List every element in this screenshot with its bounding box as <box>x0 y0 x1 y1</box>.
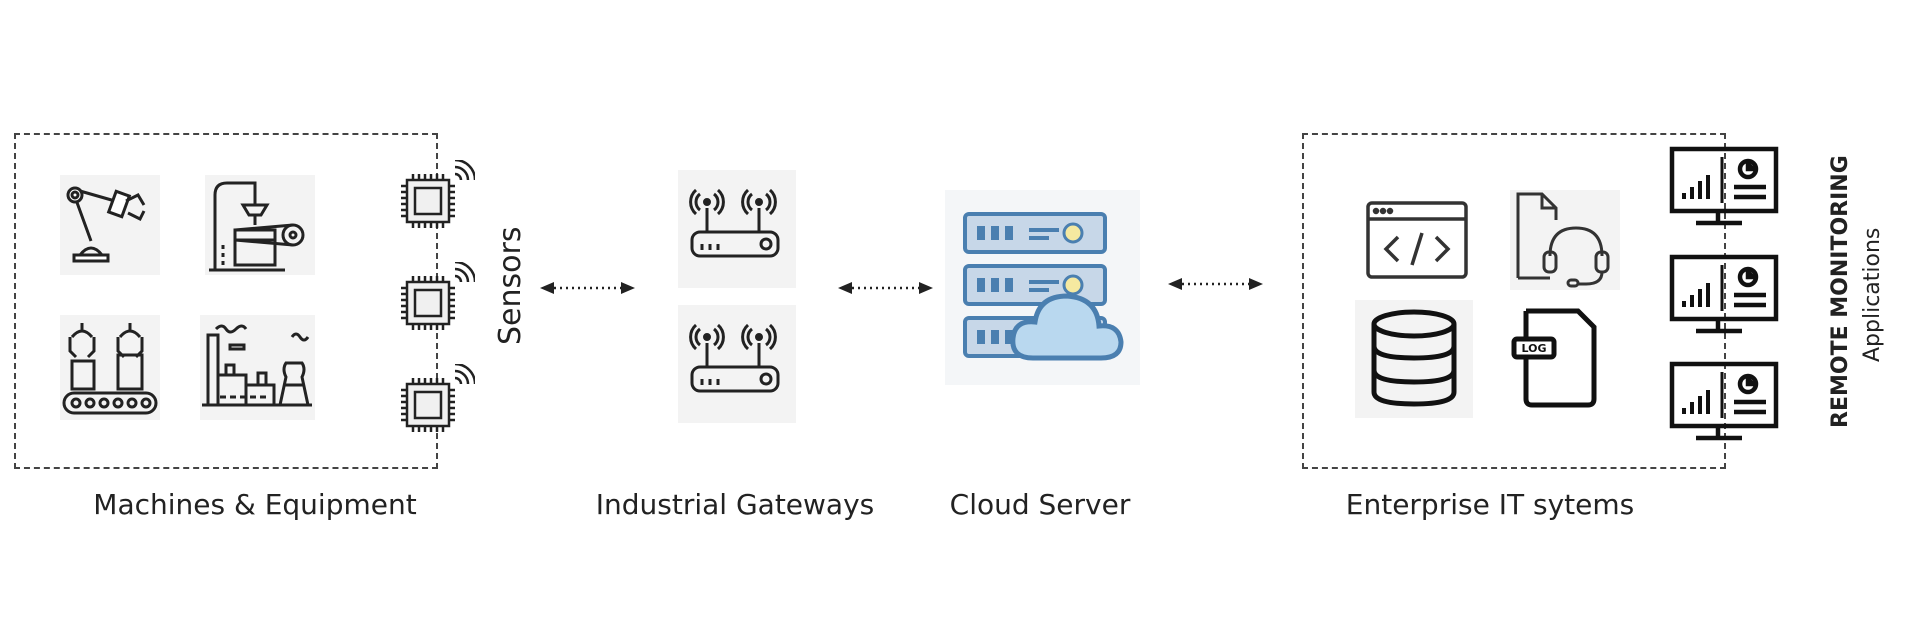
cloud-label: Cloud Server <box>949 488 1131 521</box>
log-file-icon: LOG <box>1508 305 1608 410</box>
applications-label: Applications <box>1860 227 1885 362</box>
sensor-chip-icon <box>395 160 475 240</box>
robot-arm-icon <box>60 175 160 275</box>
gateway-cloud-arrow <box>838 278 933 298</box>
remote-monitoring-label: REMOTE MONITORING <box>1828 155 1853 428</box>
machines-label: Machines & Equipment <box>93 488 417 521</box>
headset-document-icon <box>1510 190 1620 290</box>
factory-icon <box>200 315 315 420</box>
sensor-gateway-arrow <box>540 278 635 298</box>
dashboard-monitor-icon <box>1668 145 1780 230</box>
dashboard-monitor-icon <box>1668 360 1780 445</box>
enterprise-group-box <box>1302 133 1726 469</box>
sensors-label: Sensors <box>493 226 528 345</box>
database-icon <box>1355 300 1473 418</box>
press-machine-icon <box>205 175 315 275</box>
router-icon <box>678 305 796 423</box>
cloud-server-icon <box>945 190 1140 385</box>
gateways-label: Industrial Gateways <box>595 488 875 521</box>
enterprise-label: Enterprise IT sytems <box>1345 488 1635 521</box>
cloud-enterprise-arrow <box>1168 274 1263 294</box>
sensor-chip-icon <box>395 364 475 444</box>
router-icon <box>678 170 796 288</box>
dashboard-monitor-icon <box>1668 253 1780 338</box>
code-window-icon <box>1362 195 1472 285</box>
sensor-chip-icon <box>395 262 475 342</box>
log-tag-text: LOG <box>1522 342 1547 355</box>
conveyor-grippers-icon <box>60 315 160 420</box>
